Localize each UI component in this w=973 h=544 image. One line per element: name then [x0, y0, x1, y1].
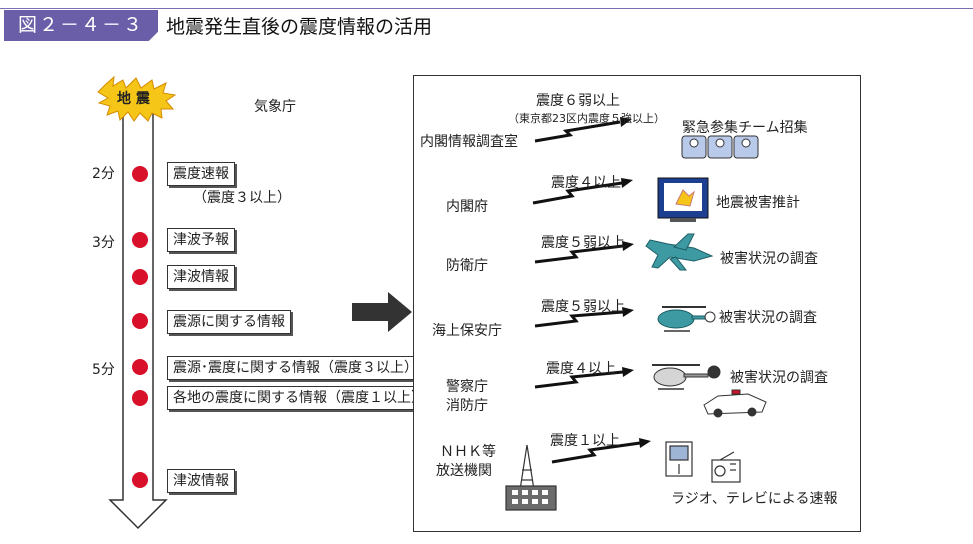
timeline-dot — [132, 472, 148, 488]
info-box-tsunami-info-2: 津波情報 — [167, 469, 235, 493]
threshold-label: 震度１以上 — [550, 433, 620, 449]
info-box-tsunami-forecast: 津波予報 — [167, 228, 235, 252]
threshold-label: 震度４以上 — [546, 361, 616, 377]
recipients-panel — [413, 75, 861, 532]
earthquake-label: 地 震 — [117, 91, 150, 107]
helicopter-icon — [657, 306, 716, 332]
timeline-dot — [132, 390, 148, 406]
org-cabinet-intelligence: 内閣情報調査室 — [420, 134, 518, 150]
figure-title: 地震発生直後の震度情報の活用 — [166, 16, 433, 38]
header-rule — [0, 8, 973, 9]
time-label-2min: 2分 — [92, 166, 115, 182]
tv-radio-icon — [665, 441, 741, 483]
org-nhk: ＮＨＫ等 — [440, 444, 496, 460]
threshold-label: 震度４以上 — [551, 175, 621, 191]
result-broadcast-bulletin: ラジオ、テレビによる速報 — [671, 491, 838, 507]
lightning-arrow-icon — [534, 307, 634, 328]
broadcast-tower-icon — [505, 444, 557, 511]
timeline-dot — [132, 359, 148, 375]
info-box-regional-intensity-info: 各地の震度に関する情報（震度１以上） — [167, 386, 431, 410]
result-damage-survey: 被害状況の調査 — [730, 370, 828, 386]
result-damage-survey: 被害状況の調査 — [719, 310, 817, 326]
timeline-dot — [132, 232, 148, 248]
org-defense-agency: 防衛庁 — [446, 258, 488, 274]
org-fire-agency: 消防庁 — [446, 398, 488, 414]
timeline-dot — [132, 269, 148, 285]
info-box-tsunami-info: 津波情報 — [167, 265, 235, 289]
info-box-epicenter-info: 震源に関する情報 — [167, 310, 291, 334]
lightning-arrow-icon — [534, 117, 632, 143]
org-coast-guard: 海上保安庁 — [432, 323, 502, 339]
org-broadcasters: 放送機関 — [436, 463, 492, 479]
earthquake-burst-icon — [97, 75, 177, 122]
org-cabinet-office: 内閣府 — [446, 199, 488, 215]
lightning-arrow-icon — [534, 241, 634, 264]
airplane-icon — [645, 233, 714, 271]
team-icon — [681, 135, 759, 159]
time-label-5min: 5分 — [92, 362, 115, 378]
info-box-note: （震度３以上） — [193, 190, 291, 206]
lightning-arrow-icon — [534, 367, 634, 389]
timeline-dot — [132, 166, 148, 182]
result-damage-estimation: 地震被害推計 — [716, 195, 800, 211]
result-emergency-team: 緊急参集チーム招集 — [682, 120, 808, 136]
org-police-agency: 警察庁 — [446, 379, 488, 395]
info-box-epicenter-intensity-info: 震源･震度に関する情報（震度３以上） — [167, 356, 424, 380]
time-label-3min: 3分 — [92, 235, 115, 251]
info-box-seismic-intensity-bulletin: 震度速報 — [167, 162, 235, 186]
lightning-arrow-icon — [551, 438, 651, 464]
result-damage-survey: 被害状況の調査 — [720, 251, 818, 267]
threshold-label: 震度５弱以上 — [541, 299, 625, 315]
threshold-label: 震度６弱以上 — [536, 93, 620, 109]
threshold-note: （東京都23区内震度５強以上） — [508, 112, 665, 125]
lightning-arrow-icon — [532, 178, 633, 205]
helicopter-police-car-icon — [652, 364, 767, 418]
jma-label: 気象庁 — [254, 99, 296, 115]
monitor-icon — [657, 177, 709, 222]
figure-number-badge: 図２－４－３ — [4, 10, 158, 41]
timeline-dot — [132, 313, 148, 329]
flow-arrow-icon — [352, 292, 412, 332]
threshold-label: 震度５弱以上 — [541, 235, 625, 251]
